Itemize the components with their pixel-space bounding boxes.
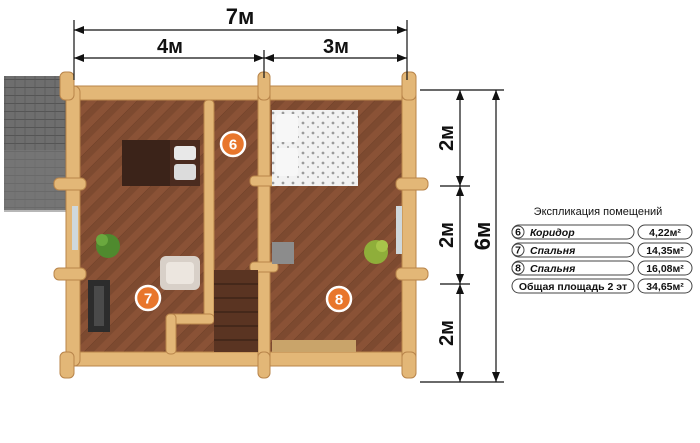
svg-text:6: 6 (515, 227, 521, 239)
svg-text:Коридор: Коридор (530, 227, 575, 239)
left-width-label: 4м (157, 36, 183, 58)
log-walls (53, 71, 429, 379)
legend-row-7: 7 Спальня 14,35м² (511, 242, 693, 258)
svg-text:16,08м²: 16,08м² (646, 263, 684, 275)
staircase (214, 270, 258, 352)
svg-text:7: 7 (144, 291, 152, 308)
legend-total-row: Общая площадь 2 эт 34,65м² (511, 278, 693, 294)
window-room7 (72, 206, 78, 250)
tv-stand (88, 280, 110, 332)
segment-middle-label: 2м (436, 222, 458, 248)
dimension-part-widths (74, 50, 407, 78)
svg-text:7: 7 (515, 245, 521, 257)
svg-text:8: 8 (515, 263, 521, 275)
room-marker-8: 8 (325, 285, 353, 313)
dimension-total-width (73, 20, 408, 80)
svg-text:14,35м²: 14,35м² (646, 245, 684, 257)
svg-text:Спальня: Спальня (530, 245, 575, 257)
right-width-label: 3м (323, 36, 349, 58)
armchair (160, 256, 200, 290)
svg-text:Спальня: Спальня (530, 263, 575, 275)
window-room8 (396, 206, 402, 254)
segment-top-label: 2м (436, 125, 458, 151)
room-marker-6: 6 (219, 130, 247, 158)
svg-text:8: 8 (335, 292, 343, 309)
legend-row-8: 8 Спальня 16,08м² (511, 260, 693, 276)
total-width-label: 7м (226, 4, 255, 29)
legend-title: Экспликация помещений (534, 206, 663, 218)
bed-room8 (272, 110, 358, 186)
total-height-label: 6м (470, 222, 495, 251)
svg-text:4,22м²: 4,22м² (649, 227, 681, 239)
svg-text:Общая площадь 2 эт: Общая площадь 2 эт (519, 281, 627, 293)
svg-text:6: 6 (229, 137, 237, 154)
legend-row-6: 6 Коридор 4,22м² (511, 224, 693, 240)
plant-room7 (96, 234, 120, 258)
plant-room8 (364, 240, 388, 264)
bed-room7 (122, 140, 200, 186)
desk-room8 (272, 242, 294, 264)
room-marker-7: 7 (134, 284, 162, 312)
shelf-room8 (272, 340, 356, 352)
segment-bottom-label: 2м (436, 320, 458, 346)
dimension-heights (420, 89, 504, 383)
svg-text:34,65м²: 34,65м² (646, 281, 684, 293)
